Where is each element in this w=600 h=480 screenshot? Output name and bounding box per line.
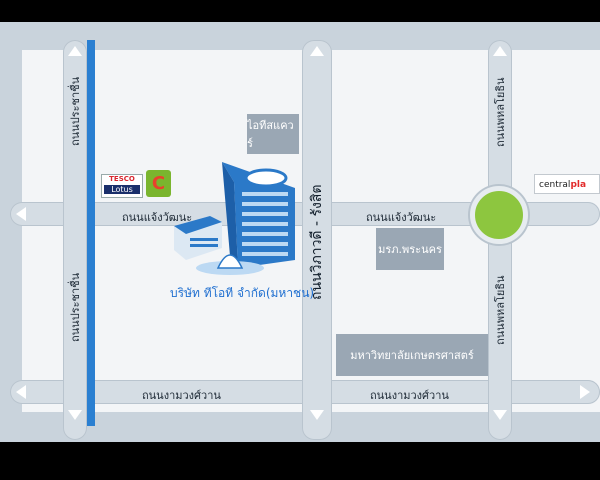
arrow-up-icon [493, 46, 507, 56]
company-building-icon [174, 162, 295, 275]
rail-line [87, 40, 95, 426]
building-label: มหาวิทยาลัยเกษตรศาสตร์ [350, 349, 474, 362]
roundabout-marker [470, 186, 528, 244]
arrow-down-icon [68, 410, 82, 420]
arrow-right-icon [580, 385, 590, 399]
building-label: ไอทีสแควร์ [247, 119, 294, 150]
lotus-text: Lotus [104, 185, 140, 194]
building-label: มรภ.พระนคร [378, 243, 442, 256]
road-label-phahonyothin-bottom: ถนนพหลโยธิน [494, 275, 507, 345]
road-label-phahonyothin-top: ถนนพหลโยธิน [494, 77, 507, 147]
building-it-tower: ไอทีสแควร์ [247, 114, 299, 154]
road-label-prachachuen-bottom: ถนนประชาชื่น [69, 272, 82, 342]
arrow-left-icon [16, 385, 26, 399]
map-area: ไอทีสแควร์ มรภ.พระนคร มหาวิทยาลัยเกษตรศา… [0, 22, 600, 442]
central-accent: pla [570, 180, 587, 190]
arrow-up-icon [310, 46, 324, 56]
arrow-left-icon [16, 207, 26, 221]
arrow-down-icon [310, 410, 324, 420]
c-store-logo: C [146, 170, 171, 197]
road-vibhavadi [302, 40, 332, 440]
road-label-chaengwattana-right: ถนนแจ้งวัฒนะ [366, 211, 437, 224]
road-prachachuen [63, 40, 87, 440]
building-university: มหาวิทยาลัยเกษตรศาสตร์ [336, 334, 488, 376]
arrow-down-icon [493, 410, 507, 420]
road-label-ngamwongwan-left: ถนนงามวงศ์วาน [142, 389, 221, 402]
central-text: central [539, 180, 571, 190]
arrow-up-icon [68, 46, 82, 56]
company-label: บริษัท ทีโอที จำกัด(มหาชน) [170, 286, 315, 300]
c-store-mark: C [151, 173, 166, 194]
road-label-prachachuen-top: ถนนประชาชื่น [69, 76, 82, 146]
tesco-lotus-logo: TESCO Lotus [101, 174, 143, 198]
road-label-chaengwattana-left: ถนนแจ้งวัฒนะ [122, 211, 193, 224]
central-plaza-logo: centralpla [534, 174, 600, 194]
building-royal: มรภ.พระนคร [376, 228, 444, 270]
road-label-ngamwongwan-right: ถนนงามวงศ์วาน [370, 389, 449, 402]
tesco-text: TESCO [109, 175, 135, 183]
road-label-vibhavadi: ถนนวิภาวดี - รังสิต [309, 184, 325, 300]
